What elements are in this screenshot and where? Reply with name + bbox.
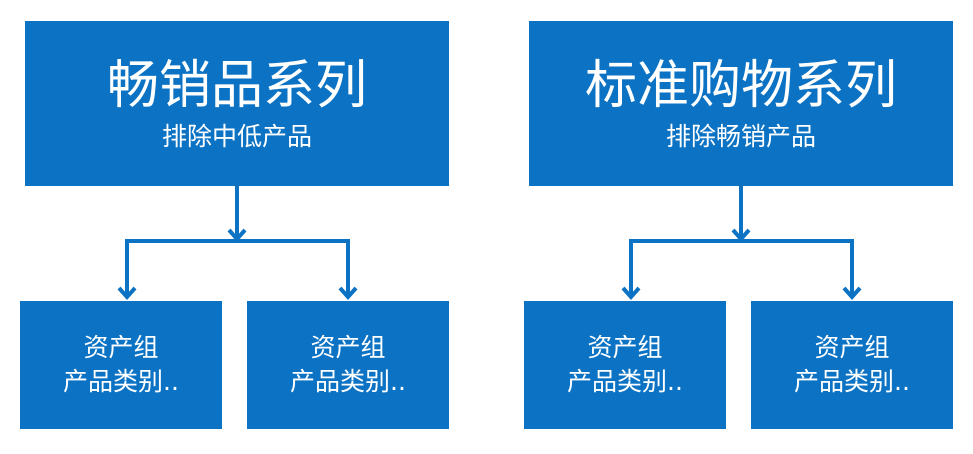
standard-shopping-series-subtitle: 排除畅销产品 [665, 121, 816, 151]
asset-group-label: 资产组 [310, 333, 386, 362]
standard-shopping-series-box: 标准购物系列 排除畅销产品 [529, 21, 953, 186]
left-branch-arrowhead-1 [117, 286, 137, 301]
product-category-label: 产品类别.. [794, 367, 910, 396]
right-branch-arrowhead-1 [621, 286, 641, 301]
bestseller-series-title: 畅销品系列 [106, 55, 367, 116]
standard-shopping-series-title: 标准购物系列 [584, 55, 897, 116]
left-trunk-arrowhead [227, 228, 247, 243]
bestseller-series-box: 畅销品系列 排除中低产品 [25, 21, 449, 186]
asset-group-box: 资产组 产品类别.. [20, 301, 222, 429]
bestseller-series-subtitle: 排除中低产品 [161, 121, 312, 151]
right-group-connectors [621, 186, 862, 301]
asset-group-box: 资产组 产品类别.. [751, 301, 953, 429]
asset-group-label: 资产组 [83, 333, 159, 362]
asset-group-box: 资产组 产品类别.. [247, 301, 449, 429]
asset-group-label: 资产组 [814, 333, 890, 362]
product-category-label: 产品类别.. [63, 367, 179, 396]
left-group-connectors [117, 186, 358, 301]
right-branch-arrowhead-2 [842, 286, 862, 301]
right-trunk-arrowhead [731, 228, 751, 243]
product-category-label: 产品类别.. [290, 367, 406, 396]
asset-group-label: 资产组 [587, 333, 663, 362]
product-category-label: 产品类别.. [567, 367, 683, 396]
asset-group-box: 资产组 产品类别.. [524, 301, 726, 429]
left-branch-arrowhead-2 [338, 286, 358, 301]
